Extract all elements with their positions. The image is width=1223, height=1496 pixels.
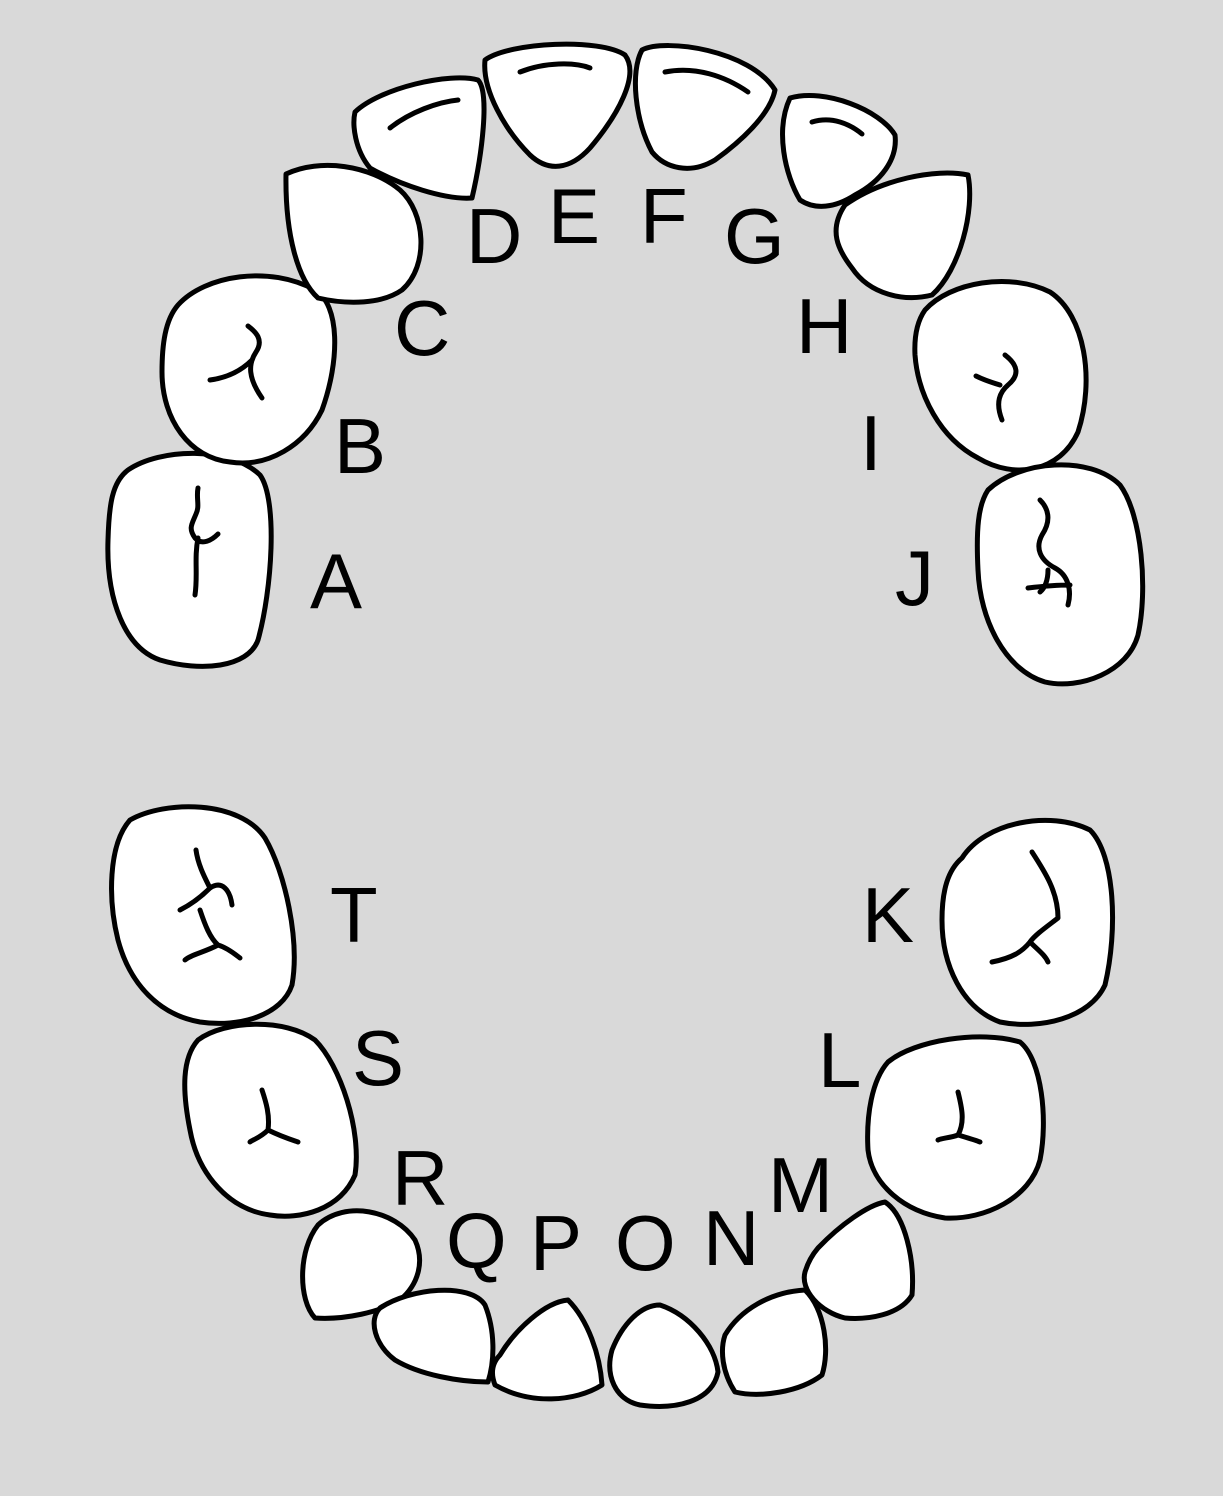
label-k: K: [862, 871, 914, 959]
tooth-n: [720, 1287, 829, 1397]
label-b: B: [334, 402, 386, 490]
label-j: J: [895, 534, 934, 622]
tooth-j: [974, 462, 1146, 687]
tooth-c: [283, 162, 424, 305]
label-p: P: [530, 1199, 582, 1287]
tooth-l: [865, 1034, 1046, 1221]
label-f: F: [640, 172, 688, 260]
tooth-e: [482, 41, 633, 169]
tooth-t: [109, 804, 297, 1026]
tooth-b: [159, 273, 338, 466]
label-h: H: [796, 282, 852, 370]
label-c: C: [394, 284, 450, 372]
label-g: G: [724, 192, 785, 280]
label-t: T: [330, 871, 378, 959]
tooth-k: [939, 817, 1116, 1027]
label-a: A: [310, 537, 362, 625]
label-m: M: [768, 1141, 833, 1229]
label-n: N: [703, 1194, 759, 1282]
tooth-h: [833, 170, 973, 300]
label-i: I: [860, 399, 882, 487]
tooth-g: [780, 93, 898, 209]
tooth-labels: A B C D E F G H I J K L M N O P Q R S T: [310, 172, 934, 1287]
label-r: R: [392, 1134, 448, 1222]
label-l: L: [818, 1016, 861, 1104]
tooth-s: [182, 1021, 359, 1219]
tooth-q: [371, 1287, 496, 1385]
tooth-a: [105, 450, 274, 669]
tooth-m: [801, 1199, 915, 1321]
tooth-d: [351, 75, 487, 201]
label-e: E: [548, 172, 600, 260]
lower-arch: [109, 804, 1116, 1409]
upper-arch: [105, 41, 1146, 687]
label-q: Q: [446, 1197, 507, 1285]
tooth-p: [490, 1297, 605, 1402]
tooth-o: [607, 1302, 721, 1409]
label-d: D: [466, 192, 522, 280]
label-o: O: [615, 1199, 676, 1287]
tooth-f: [632, 43, 778, 171]
tooth-i: [912, 279, 1089, 473]
label-s: S: [352, 1014, 404, 1102]
